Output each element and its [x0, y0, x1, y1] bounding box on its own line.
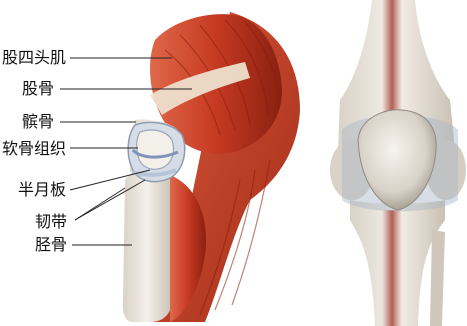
label-tibia: 胫骨 [35, 236, 67, 254]
ligament-band-lower [382, 210, 402, 326]
label-ligament: 韧带 [35, 213, 67, 231]
label-quadriceps: 股四头肌 [2, 49, 66, 67]
leader-ligament-2 [75, 188, 125, 220]
tibia-shape [123, 171, 172, 322]
label-meniscus: 半月板 [18, 181, 66, 199]
fibula-bone [430, 230, 445, 326]
right-knee-bone-drawing [330, 0, 466, 326]
label-cartilage: 软骨组织 [2, 140, 66, 158]
label-patella: 髌骨 [22, 113, 54, 131]
patella-shape [137, 130, 174, 169]
label-femur: 股骨 [22, 80, 54, 98]
